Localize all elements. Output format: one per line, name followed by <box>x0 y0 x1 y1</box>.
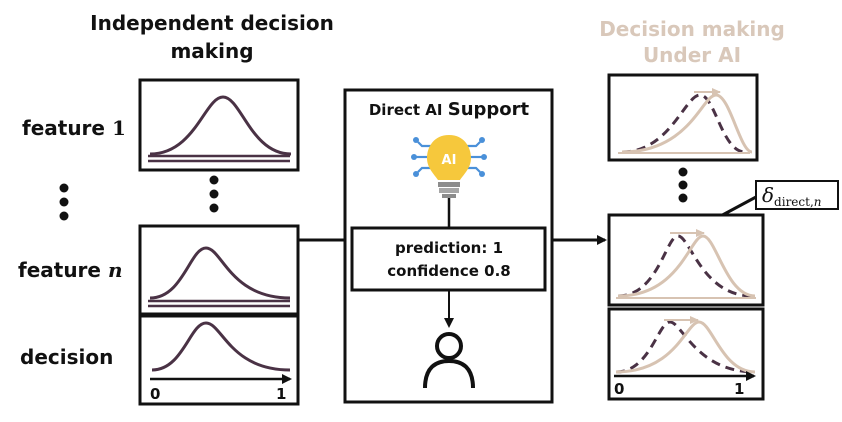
feature-1-curve <box>149 95 292 156</box>
feature-n-label: feature n <box>18 258 123 282</box>
delta-label-box <box>755 180 839 210</box>
shifted-feature-1-box <box>607 73 759 162</box>
ellipsis-dot <box>678 193 688 203</box>
shifted-feature-1-original-curve <box>621 93 746 154</box>
left-axis-min: 0 <box>150 385 160 403</box>
right-title-line2: Under AI <box>643 43 741 67</box>
decision-box <box>138 314 300 406</box>
ellipsis-dot <box>678 167 688 177</box>
decision-label: decision <box>20 345 113 369</box>
delta-label: δdirect,n <box>762 183 822 209</box>
confidence-text: confidence 0.8 <box>387 262 510 280</box>
left-axis-max: 1 <box>276 385 286 403</box>
ellipsis-dot <box>678 180 688 190</box>
ai-support-title: Direct AI Support <box>369 99 530 120</box>
ellipsis-dot <box>59 197 69 207</box>
right-title-line1: Decision making <box>599 17 785 41</box>
right-axis-min: 0 <box>614 380 624 398</box>
shifted-decision-original-curve <box>615 320 756 374</box>
ai-badge: AI <box>442 153 457 168</box>
feature-n-box <box>138 224 300 316</box>
ellipsis-dot <box>59 183 69 193</box>
ellipsis-dot <box>209 175 219 185</box>
shifted-decision-box <box>607 307 765 401</box>
left-title-line2: making <box>170 39 253 63</box>
ellipsis-dot <box>209 189 219 199</box>
shifted-feature-n-box <box>607 213 765 307</box>
lightbulb-ai-icon: AI <box>411 135 487 198</box>
shifted-feature-n-original-curve <box>617 234 753 298</box>
ellipsis-dot <box>59 211 69 221</box>
decision-curve <box>151 321 291 372</box>
feature-1-label: feature 1 <box>22 116 126 140</box>
feature-n-curve <box>149 246 291 300</box>
left-title-line1: Independent decision <box>90 11 334 35</box>
ellipsis-dot <box>209 203 219 213</box>
prediction-box <box>350 226 547 292</box>
prediction-text: prediction: 1 <box>395 239 503 257</box>
person-icon <box>423 332 475 389</box>
right-axis-max: 1 <box>734 380 744 398</box>
